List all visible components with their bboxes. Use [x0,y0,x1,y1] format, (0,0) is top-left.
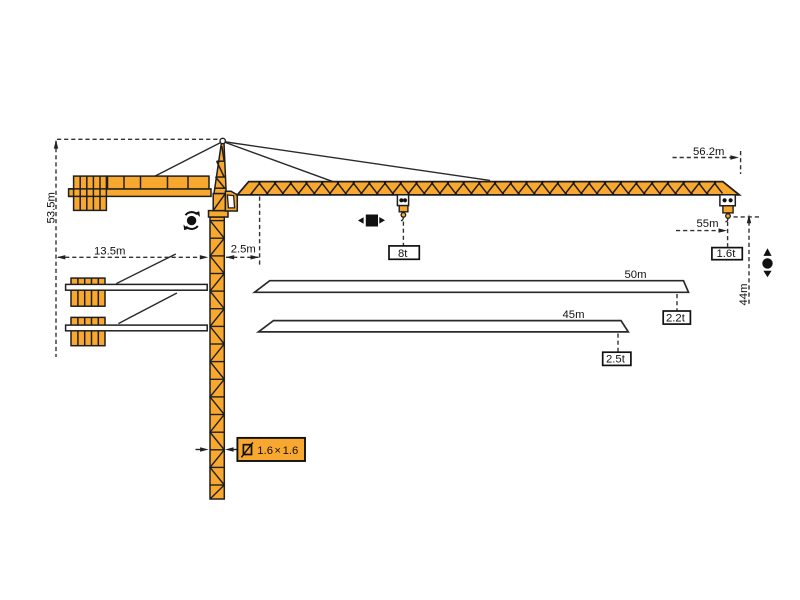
svg-text:×: × [274,445,281,457]
svg-text:2.5m: 2.5m [231,243,256,255]
svg-text:13.5m: 13.5m [94,246,125,258]
svg-text:1.6: 1.6 [257,445,273,457]
svg-text:45m: 45m [563,309,585,321]
svg-text:44m: 44m [738,284,750,306]
svg-text:1.6: 1.6 [283,445,299,457]
svg-text:8t: 8t [398,248,408,260]
svg-text:2.5t: 2.5t [606,354,626,366]
svg-text:53.5m: 53.5m [46,192,58,223]
svg-text:56.2m: 56.2m [693,146,724,158]
svg-text:1.6t: 1.6t [717,248,737,260]
svg-text:55m: 55m [697,218,719,230]
svg-text:50m: 50m [625,269,647,281]
svg-text:2.2t: 2.2t [666,312,686,324]
